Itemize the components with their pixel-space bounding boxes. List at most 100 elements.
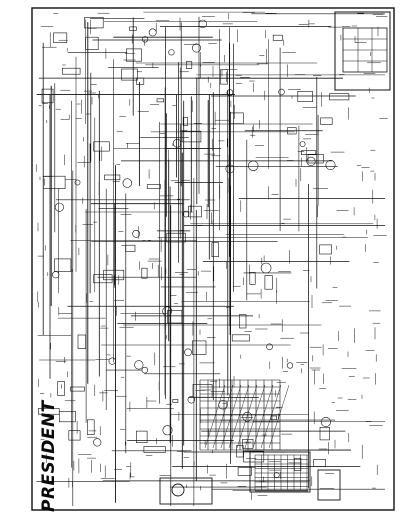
component-box [93,141,110,152]
brand-logo: PRESIDENT [39,399,59,512]
transistor-symbol [273,472,280,479]
transistor-symbol [278,88,285,96]
component-box [192,340,207,355]
transistor-symbol [122,178,133,188]
component-box [231,334,250,342]
transistor-symbol [225,164,235,174]
transistor-symbol [266,343,273,351]
component-box [172,399,179,403]
component-box [143,446,166,453]
brand-logo-text: PRESIDENT [39,399,59,512]
component-box [68,430,81,441]
transistor-symbol [306,156,316,166]
transistor-symbol [299,141,306,147]
component-box [319,426,330,441]
transistor-symbol [148,28,157,37]
component-box [141,267,148,279]
transistor-symbol [134,360,144,370]
component-box [239,314,247,329]
transistor-symbol [187,396,196,404]
component-box [229,112,244,125]
transistor-symbol [325,160,336,171]
component-box [166,232,186,243]
component-box [146,184,161,189]
component-box [313,459,327,467]
component-box [167,310,183,324]
component-box [287,127,297,135]
component-box [270,415,277,421]
transistor-symbol [320,416,331,427]
transistor-symbol [248,160,259,172]
transistor-symbol [242,411,253,422]
component-box [237,466,252,476]
transistor-symbol [74,179,81,186]
transistor-symbol [260,262,272,274]
circuit-components [37,17,350,479]
component-box [121,68,138,81]
component-box [70,386,85,392]
component-box [186,61,193,69]
component-box [243,450,265,463]
component-box [329,93,350,101]
transistor-symbol [182,210,190,218]
component-box [41,88,54,104]
component-box [136,430,148,444]
transistor-symbol [108,357,116,365]
component-box [319,244,332,255]
component-box [136,77,145,85]
component-box [104,174,121,181]
component-box [272,34,283,41]
component-box [181,130,202,143]
circuit-traces [35,11,388,506]
right-notes-block [334,11,391,91]
component-box [307,154,324,164]
transistor-symbol [132,229,141,238]
component-box [103,269,125,281]
sheet-border [31,7,395,511]
transistor-symbol [93,438,102,447]
component-box [320,117,333,125]
transistor-symbol [192,43,202,53]
component-box [192,384,213,398]
component-box [93,274,113,284]
transistor-symbol [54,202,64,212]
component-box [293,458,302,471]
component-box [188,205,202,218]
component-box [85,36,99,50]
transistor-symbol [162,306,173,317]
component-box [129,26,137,31]
transistor-symbol [162,425,173,436]
transistor-symbol [226,89,234,96]
transistor-symbol [142,36,149,43]
component-box [297,91,313,103]
component-box [220,69,228,85]
component-box [53,32,68,43]
transistor-symbol [184,348,192,357]
component-box [37,408,60,415]
transistor-symbol [168,49,175,56]
transistor-symbol [198,19,207,29]
component-box [211,242,219,257]
component-box [87,419,95,435]
component-box [54,258,72,272]
component-box [42,175,66,189]
component-box [57,381,65,396]
transistor-symbol [52,271,60,279]
transistor-symbol [141,366,149,374]
component-box [77,334,86,349]
transistor-symbol [172,138,182,148]
transistor-symbol [286,362,294,369]
component-box [236,445,244,458]
component-box [58,410,76,423]
component-box [182,117,188,126]
component-box [126,48,142,62]
transistor-symbol [218,400,228,410]
component-box [125,244,136,252]
component-box [84,17,104,29]
component-box [242,438,254,449]
component-box [300,150,317,155]
component-box [156,98,164,103]
component-box [61,67,81,75]
component-box [264,275,273,290]
